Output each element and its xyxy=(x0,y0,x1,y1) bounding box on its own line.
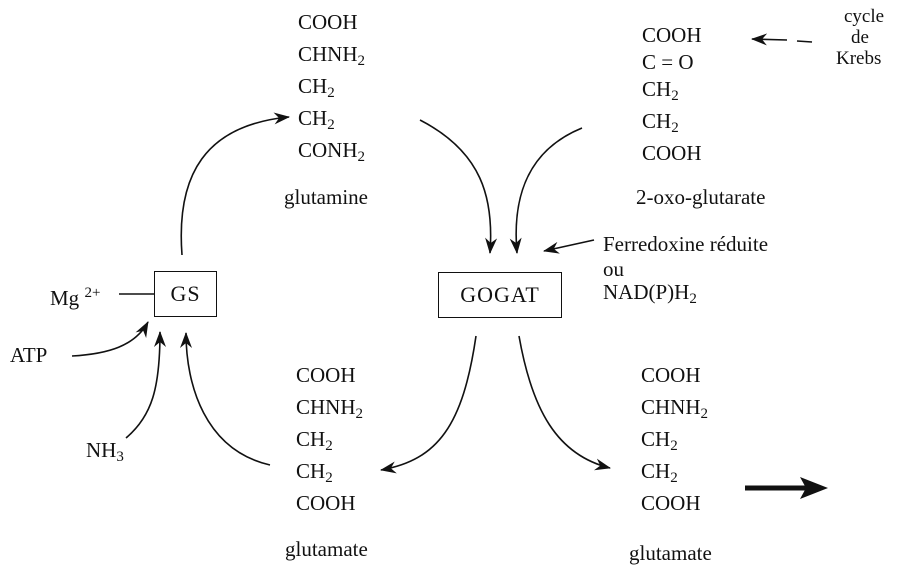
atp-label: ATP xyxy=(10,343,48,367)
oxoglutarate-formula: COOH C = O CH2 CH2 COOH xyxy=(642,19,702,169)
nadph-label: NAD(P)H2 xyxy=(603,280,697,307)
formula-row: CH2 xyxy=(298,74,335,101)
nh3-label: NH3 xyxy=(86,438,124,465)
arrow-krebs-to-oxoglutarate xyxy=(796,40,813,43)
formula-row: CONH2 xyxy=(298,138,366,165)
formula-row: CH2 xyxy=(298,106,335,133)
formula-row: COOH xyxy=(296,363,356,387)
arrow-gogat-to-glutamate-left xyxy=(380,335,477,474)
formula-row: CHNH2 xyxy=(641,395,709,422)
gogat-enzyme-box: GOGAT xyxy=(438,272,562,318)
ou-label: ou xyxy=(603,257,624,281)
formula-row: COOH xyxy=(296,491,356,515)
glutamate-left-formula: COOH CHNH2 CH2 CH2 COOH xyxy=(296,359,363,519)
glutamate-right-formula: COOH CHNH2 CH2 CH2 COOH xyxy=(641,359,708,519)
krebs-line-1: cycle xyxy=(844,6,885,27)
formula-row: COOH xyxy=(641,363,701,387)
glutamine-formula: COOH CHNH2 CH2 CH2 CONH2 xyxy=(298,6,365,166)
krebs-line-2: de xyxy=(851,27,869,48)
arrow-gogat-to-glutamate-right xyxy=(518,335,611,471)
glutamate-left-name: glutamate xyxy=(285,537,368,561)
arrow-glutamine-to-gogat xyxy=(419,119,498,254)
formula-row: COOH xyxy=(642,23,702,47)
krebs-line-3: Krebs xyxy=(836,48,882,69)
formula-row: CH2 xyxy=(296,427,333,454)
arrow-nh3-to-gs xyxy=(125,331,166,439)
export-arrow-head xyxy=(800,477,828,499)
glutamine-name: glutamine xyxy=(284,185,368,209)
formula-row: CH2 xyxy=(641,427,678,454)
mg-label: Mg 2+ xyxy=(50,285,101,310)
arrow-atp-to-gs xyxy=(71,321,149,357)
arrow-glutamate-to-gs xyxy=(180,332,271,466)
arrow-oxoglutarate-to-gogat xyxy=(509,127,583,254)
formula-row: CH2 xyxy=(296,459,333,486)
gs-label: GS xyxy=(170,281,201,306)
formula-row: COOH xyxy=(641,491,701,515)
formula-row: CHNH2 xyxy=(296,395,364,422)
formula-row: COOH xyxy=(298,10,358,34)
formula-row: CH2 xyxy=(642,77,679,104)
arrow-krebs-to-oxoglutarate-head xyxy=(751,33,788,46)
ferredoxine-label: Ferredoxine réduite xyxy=(603,232,769,256)
formula-row: CHNH2 xyxy=(298,42,366,69)
gs-enzyme-box: GS xyxy=(154,271,217,317)
formula-row: COOH xyxy=(642,141,702,165)
formula-row: CH2 xyxy=(641,459,678,486)
arrow-ferredoxine-to-gogat xyxy=(543,239,595,254)
formula-row: C = O xyxy=(642,50,694,74)
formula-row: CH2 xyxy=(642,109,679,136)
glutamate-right-name: glutamate xyxy=(629,541,712,565)
oxoglutarate-name: 2-oxo-glutarate xyxy=(636,185,766,209)
gogat-label: GOGAT xyxy=(460,282,540,307)
arrow-gs-to-glutamine xyxy=(180,112,290,256)
